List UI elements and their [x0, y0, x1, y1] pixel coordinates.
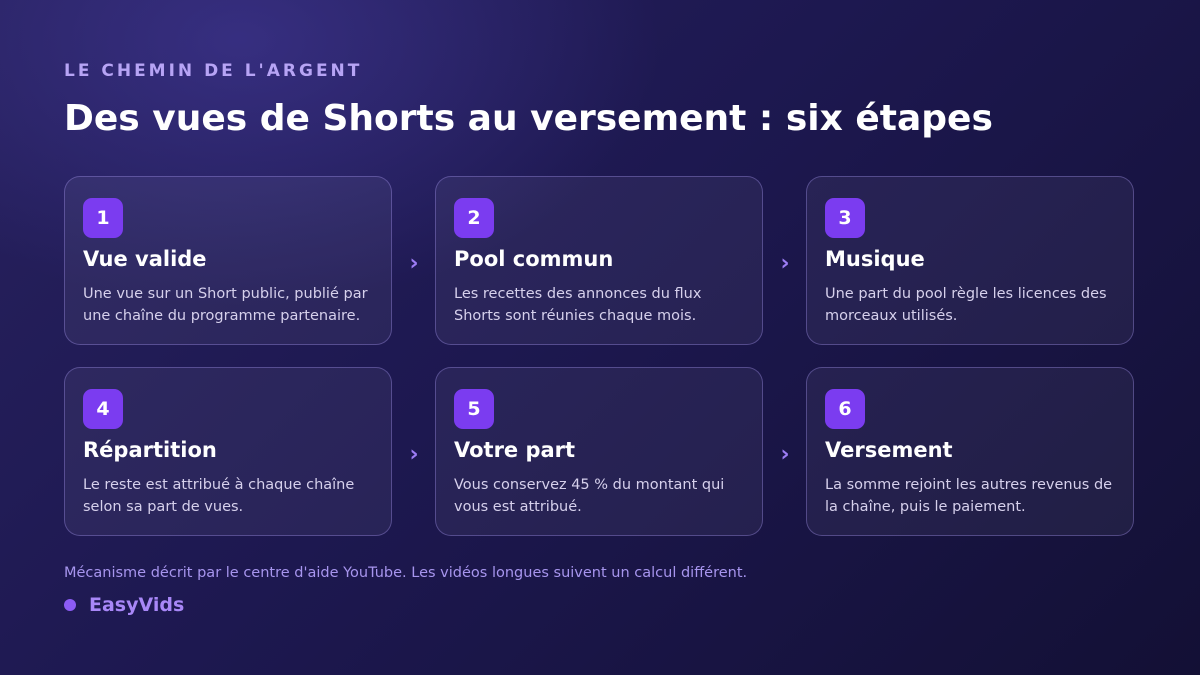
step-card-3: 3 Musique Une part du pool règle les lic… — [806, 176, 1134, 345]
step-card-4: 4 Répartition Le reste est attribué à ch… — [64, 367, 392, 536]
step-card-5: 5 Votre part Vous conservez 45 % du mont… — [435, 367, 763, 536]
eyebrow-label: LE CHEMIN DE L'ARGENT — [64, 61, 363, 81]
brand-dot-icon — [64, 599, 76, 611]
step-title: Vue valide — [83, 247, 207, 271]
step-title: Votre part — [454, 438, 576, 462]
chevron-right-icon: › — [409, 441, 419, 467]
step-number-badge: 3 — [825, 198, 865, 238]
step-number-badge: 4 — [83, 389, 123, 429]
step-title: Pool commun — [454, 247, 614, 271]
step-title: Musique — [825, 247, 925, 271]
step-number-badge: 1 — [83, 198, 123, 238]
step-description: Vous conservez 45 % du montant qui vous … — [454, 477, 725, 515]
source-footnote: Mécanisme décrit par le centre d'aide Yo… — [64, 565, 748, 581]
step-card-6: 6 Versement La somme rejoint les autres … — [806, 367, 1134, 536]
steps-grid: 1 Vue valide Une vue sur un Short public… — [64, 176, 1136, 538]
step-card-2: 2 Pool commun Les recettes des annonces … — [435, 176, 763, 345]
step-number-badge: 5 — [454, 389, 494, 429]
page-title: Des vues de Shorts au versement : six ét… — [64, 98, 993, 139]
chevron-right-icon: › — [780, 441, 790, 467]
step-description: Le reste est attribué à chaque chaîne se… — [83, 477, 355, 515]
brand-name: EasyVids — [89, 594, 185, 616]
step-card-1: 1 Vue valide Une vue sur un Short public… — [64, 176, 392, 345]
step-description: Une part du pool règle les licences des … — [825, 286, 1107, 324]
step-description: Les recettes des annonces du flux Shorts… — [454, 286, 702, 324]
step-description: La somme rejoint les autres revenus de l… — [825, 477, 1113, 515]
step-title: Répartition — [83, 438, 217, 462]
step-number-badge: 6 — [825, 389, 865, 429]
step-title: Versement — [825, 438, 953, 462]
step-description: Une vue sur un Short public, publié par … — [83, 286, 368, 324]
chevron-right-icon: › — [780, 250, 790, 276]
step-number-badge: 2 — [454, 198, 494, 238]
chevron-right-icon: › — [409, 250, 419, 276]
brand-logo: EasyVids — [64, 594, 184, 616]
